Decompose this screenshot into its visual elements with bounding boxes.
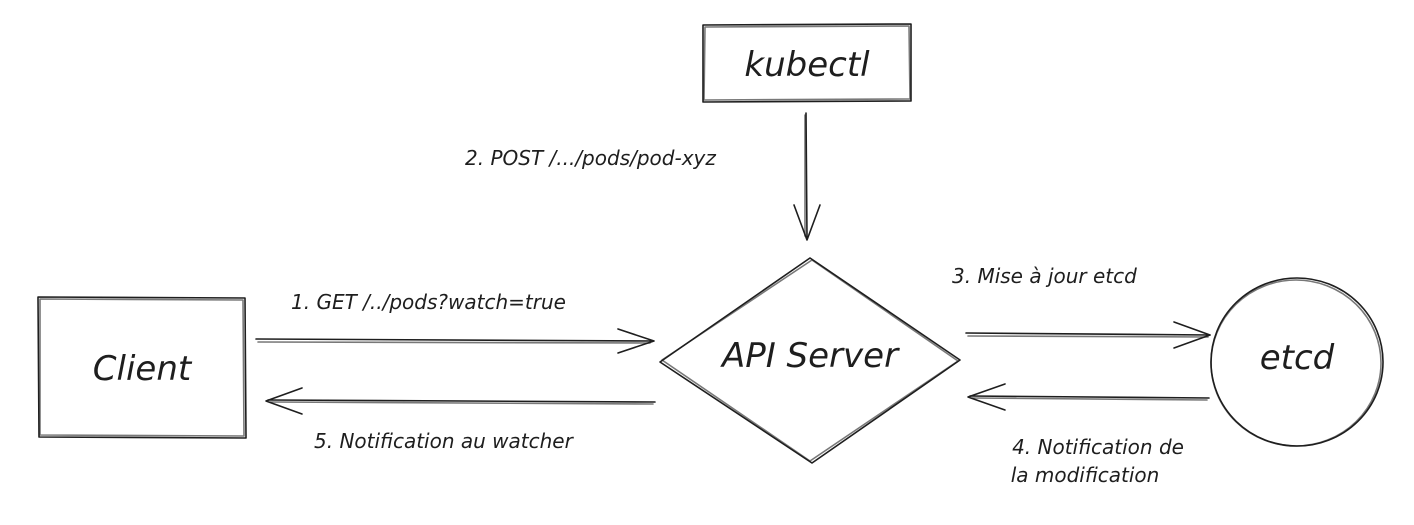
arrow-kubectl-to-api: 2. POST /.../pods/pod-xyz [465,112,821,241]
client-node: Client [37,296,247,439]
client-label: Client [93,349,193,389]
api-server-diamond-sketch [661,259,959,462]
kubectl-box-sketch [703,25,911,101]
arrow-client-to-api: 1. GET /../pods?watch=true [255,290,655,354]
step5-label: 5. Notification au watcher [314,429,575,453]
etcd-node: etcd [1210,277,1384,447]
step4-label-line1: 4. Notification de [1012,435,1184,459]
api-server-node: API Server [659,257,961,464]
client-box-sketch [39,298,245,437]
api-server-label: API Server [720,336,900,376]
client-box [37,296,247,439]
arrowhead-right-etcd [1173,321,1211,349]
arrowhead-left [265,387,303,415]
kubectl-node: kubectl [702,23,912,103]
arrowhead-right [617,328,655,354]
arrow-api-to-etcd: 3. Mise à jour etcd [952,264,1211,349]
etcd-label: etcd [1260,338,1335,378]
step1-label: 1. GET /../pods?watch=true [291,290,566,314]
arrow-api-to-client: 5. Notification au watcher [265,387,656,453]
arrowhead-down [793,204,821,241]
kubectl-box [702,23,912,103]
kubectl-label: kubectl [744,45,870,85]
arrowhead-left-api [967,383,1006,411]
step4-label-line2: la modification [1011,463,1160,487]
etcd-circle-sketch [1210,279,1382,447]
step2-label: 2. POST /.../pods/pod-xyz [465,146,716,170]
step3-label: 3. Mise à jour etcd [952,264,1137,288]
arrow-etcd-to-api: 4. Notification de la modification [967,383,1210,487]
